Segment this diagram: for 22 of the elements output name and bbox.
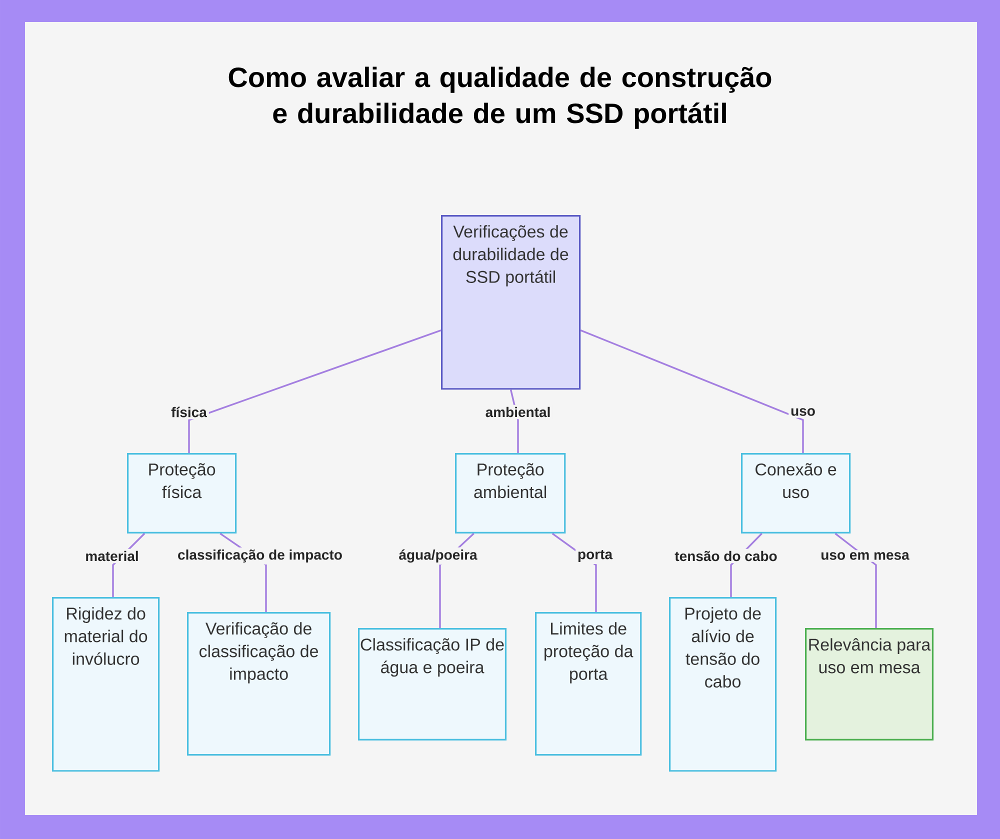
edge-label: uso em mesa bbox=[818, 550, 912, 562]
check-box: Verificação de classificação de impacto bbox=[187, 612, 331, 756]
connector bbox=[580, 329, 804, 453]
category-box: Proteção física bbox=[127, 453, 237, 534]
edge-label: material bbox=[83, 548, 141, 564]
check-box: Classificação IP de água e poeira bbox=[358, 628, 507, 741]
category-box: Conexão e uso bbox=[741, 453, 851, 534]
category-box: Proteção ambiental bbox=[455, 453, 566, 534]
edge-label: tensão do cabo bbox=[672, 548, 780, 564]
edge-label: porta bbox=[576, 548, 614, 564]
check-box: Relevância para uso em mesa bbox=[805, 628, 934, 741]
check-box: Limites de proteção da porta bbox=[535, 612, 642, 756]
edge-label: uso bbox=[788, 406, 818, 418]
edge-label: água/poeira bbox=[396, 547, 480, 565]
edge-label: classificação de impacto bbox=[176, 547, 344, 565]
title: Como avaliar a qualidade de construção e durabilidade de um SSD portátil bbox=[228, 66, 772, 129]
connector bbox=[188, 329, 442, 453]
root-box: Verificações de durabilidade de SSD portátil bbox=[441, 215, 581, 390]
check-box: Projeto de alívio de tensão do cabo bbox=[669, 597, 777, 772]
edge-label: ambiental bbox=[483, 404, 553, 420]
check-box: Rigidez do material do invólucro bbox=[52, 597, 160, 772]
edge-label: física bbox=[169, 404, 209, 420]
